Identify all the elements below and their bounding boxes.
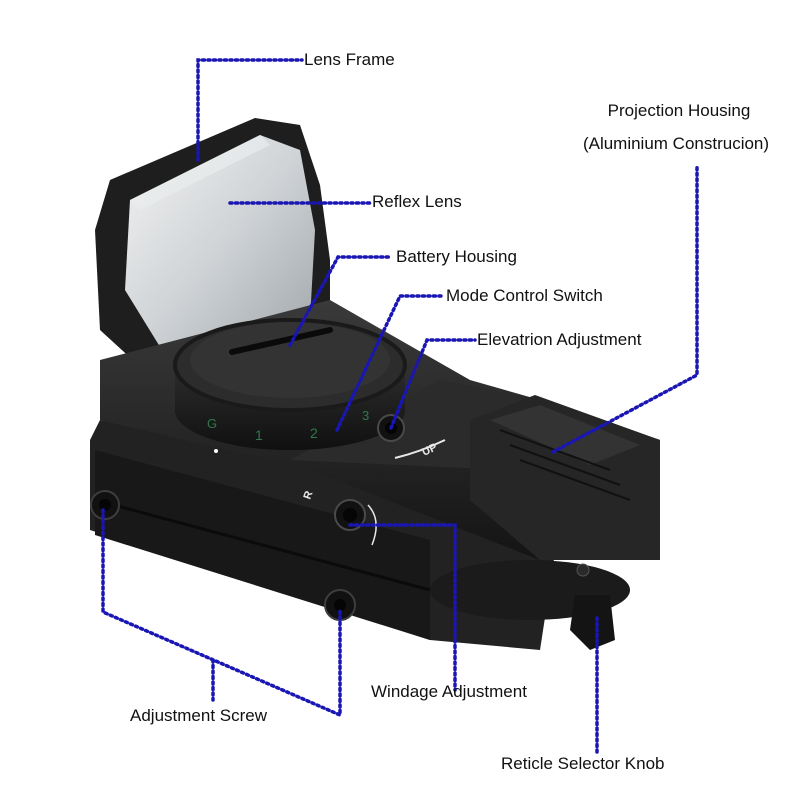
elevation-screw: UP [377, 414, 446, 459]
r-marking: R [302, 489, 316, 501]
leader-elevation-adjustment [389, 338, 477, 430]
label-mode-control-switch: Mode Control Switch [446, 286, 603, 305]
label-reflex-lens: Reflex Lens [372, 192, 462, 211]
leader-lines [101, 58, 699, 755]
label-battery-housing: Battery Housing [396, 247, 517, 266]
battery-housing-dial: G 1 2 3 [173, 318, 407, 450]
leader-battery-housing [288, 255, 392, 347]
label-elevation-adjustment: Elevatrion Adjustment [477, 330, 642, 349]
dial-mark-2: 2 [310, 425, 318, 441]
label-adjustment-screw: Adjustment Screw [130, 706, 267, 725]
dial-mark-1: 1 [255, 427, 263, 443]
windage-screw: R [302, 489, 377, 546]
dial-mark-g: G [207, 416, 217, 431]
leader-lens-frame [196, 58, 304, 162]
label-reticle-selector-knob: Reticle Selector Knob [501, 754, 665, 773]
dial-mark-3: 3 [362, 408, 369, 423]
label-windage-adjustment: Windage Adjustment [371, 682, 527, 701]
adjustment-screws [90, 490, 356, 621]
up-marking: UP [420, 441, 439, 458]
label-lens-frame: Lens Frame [304, 50, 395, 69]
leader-projection-housing [551, 163, 699, 454]
reticle-selector-knob [430, 560, 630, 650]
leader-mode-control-switch [335, 294, 444, 432]
label-projection-housing: Projection Housing [607, 101, 751, 120]
leader-adjustment-screw [101, 508, 342, 718]
leader-windage-adjustment [348, 523, 457, 692]
label-projection-housing-material: (Aluminium Construcion) [582, 134, 770, 153]
